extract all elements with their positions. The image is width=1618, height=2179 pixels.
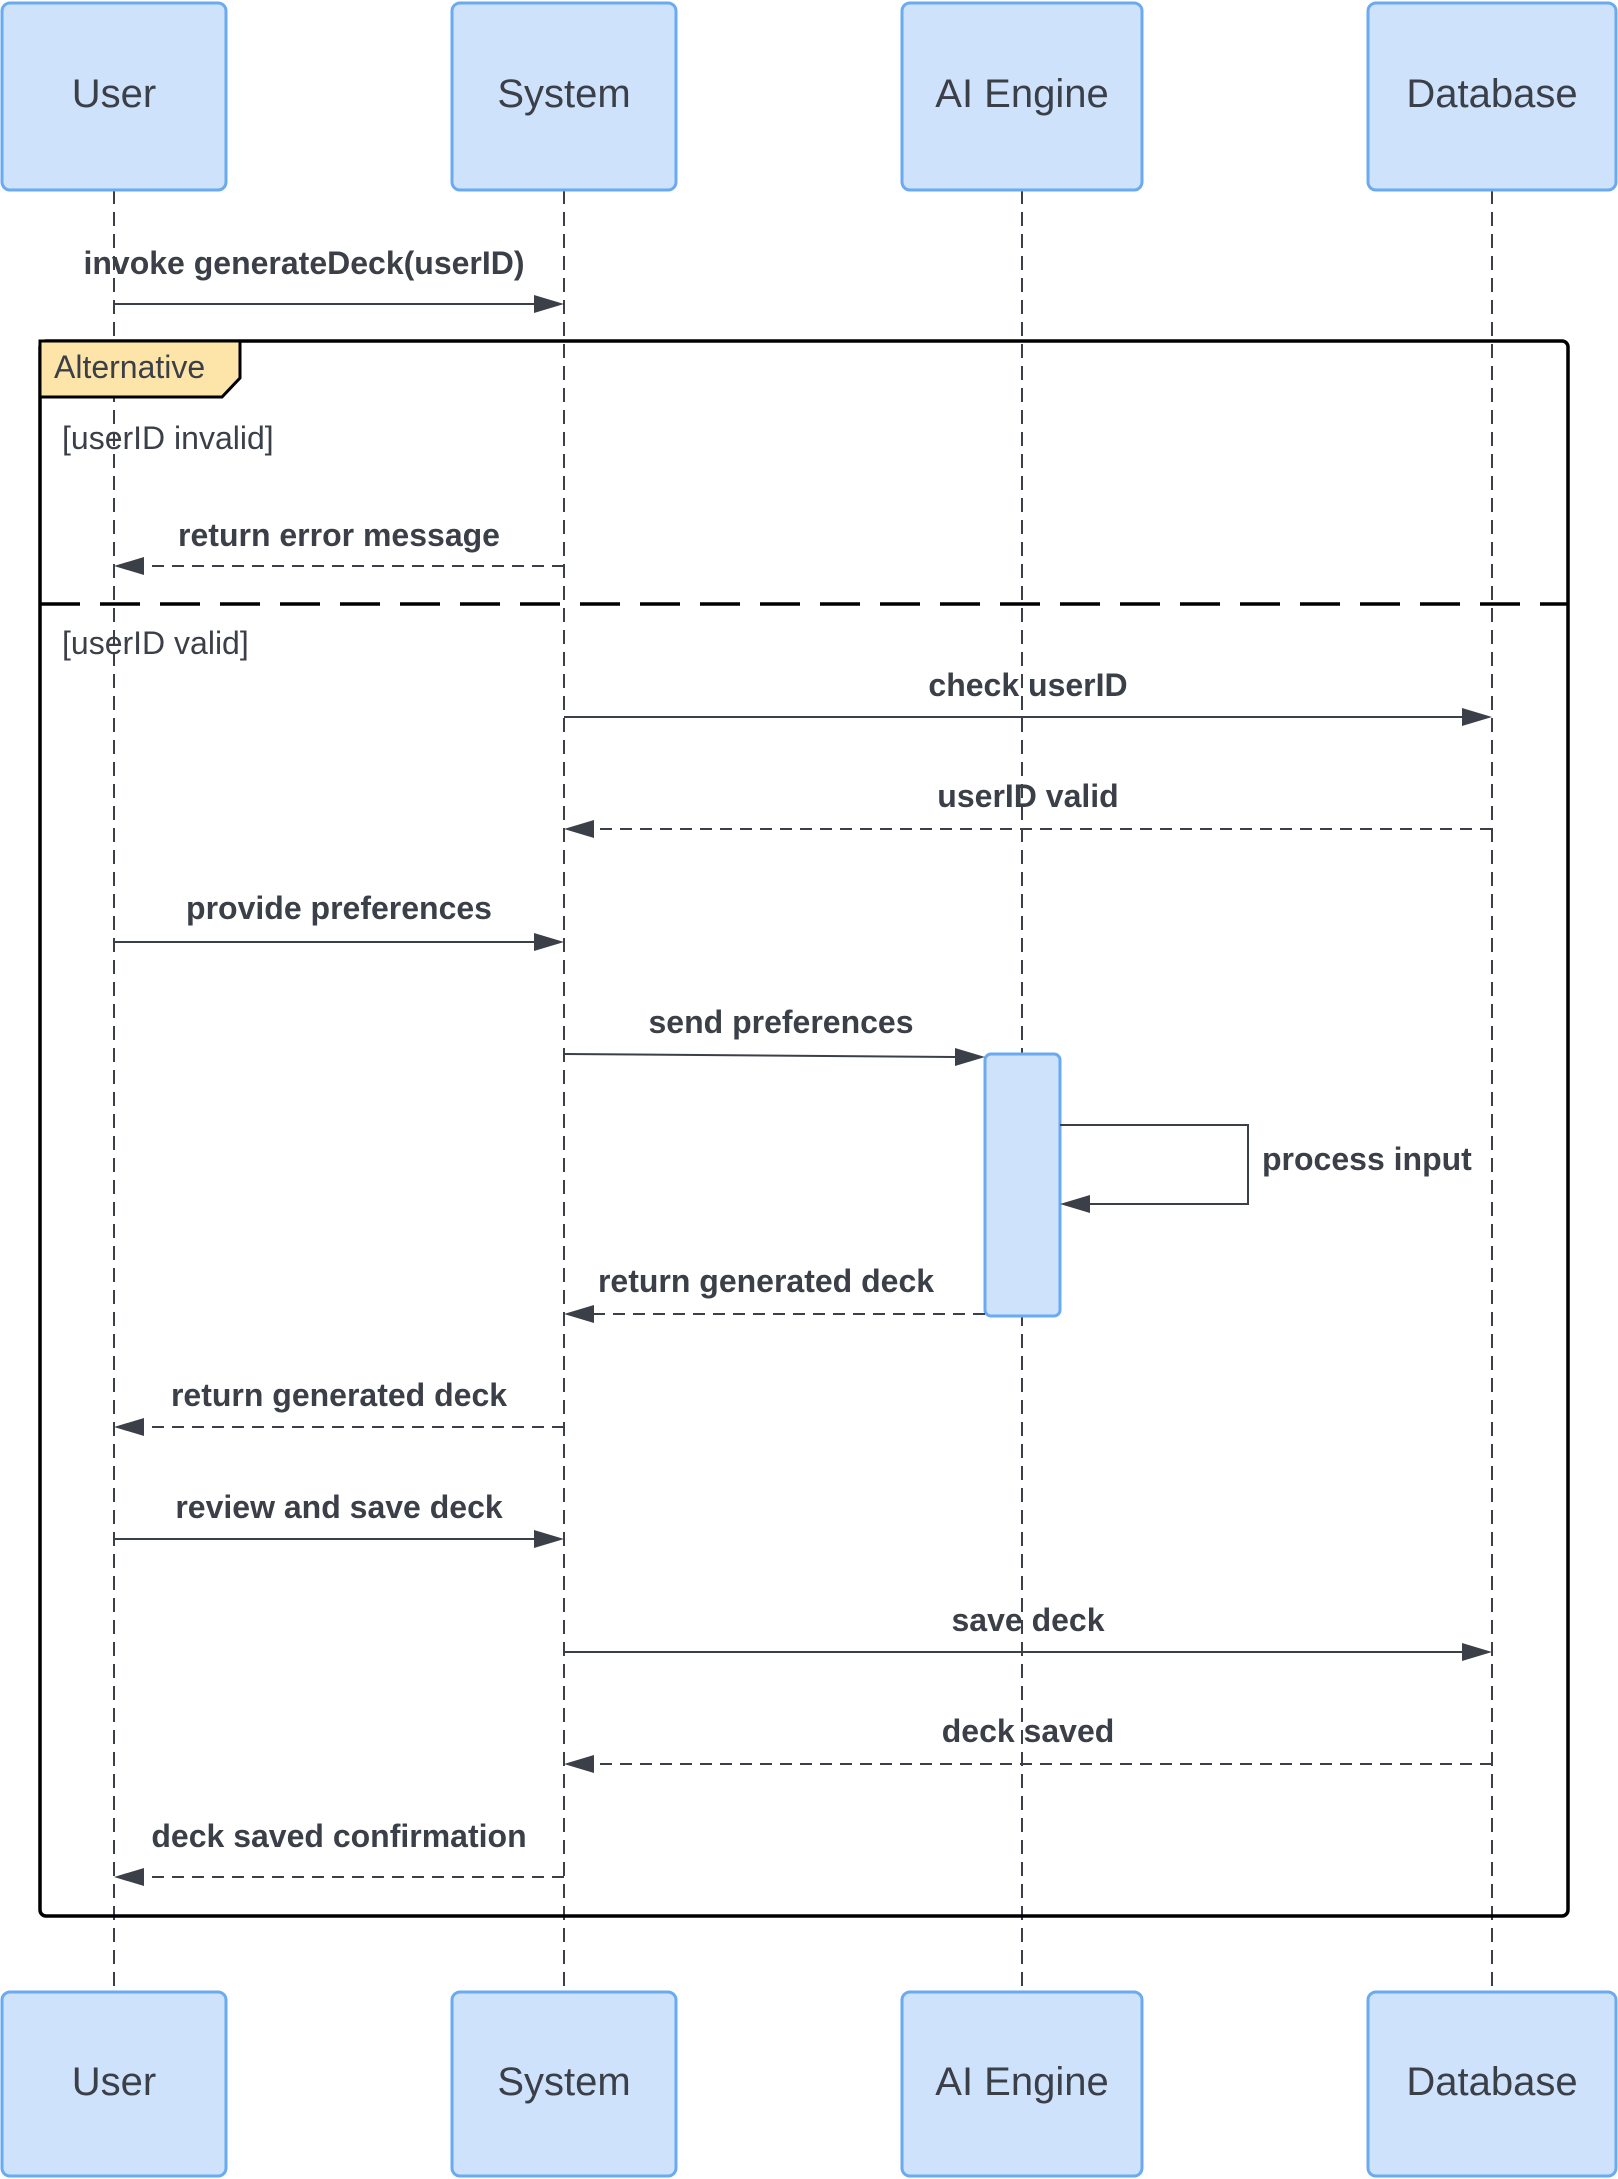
arrowhead <box>114 557 144 575</box>
arrowhead <box>955 1048 985 1066</box>
message-line <box>563 1053 956 1058</box>
message-return-generated-deck-to-user: return generated deck <box>114 1377 564 1436</box>
message-userid-valid: userID valid <box>564 778 1492 838</box>
participant-label-database-top: Database <box>1406 72 1577 116</box>
message-label: send preferences <box>648 1004 913 1040</box>
message-return-error: return error message <box>114 517 564 575</box>
arrowhead <box>114 1868 144 1886</box>
participant-label-ai-engine-bottom: AI Engine <box>935 2060 1108 2104</box>
message-label: review and save deck <box>175 1489 503 1525</box>
message-save-deck: save deck <box>564 1602 1492 1661</box>
message-return-generated-deck-to-system: return generated deck <box>564 1263 985 1323</box>
participant-label-user-top: User <box>72 72 156 116</box>
message-label: deck saved <box>942 1713 1115 1749</box>
participant-ai-engine-bottom <box>900 1990 1144 2178</box>
alt-frame-tab <box>38 339 242 399</box>
message-label: return error message <box>178 517 500 553</box>
message-deck-saved-confirmation: deck saved confirmation <box>114 1818 564 1886</box>
participant-label-database-bottom: Database <box>1406 2060 1577 2104</box>
arrowhead <box>564 1755 594 1773</box>
guard-userid-invalid: [userID invalid] <box>62 420 274 456</box>
participant-ai-engine-top <box>900 1 1144 192</box>
guard-userid-valid: [userID valid] <box>62 625 249 661</box>
message-label: userID valid <box>937 778 1118 814</box>
message-review-and-save-deck: review and save deck <box>114 1489 564 1548</box>
message-label: check userID <box>928 667 1127 703</box>
message-deck-saved: deck saved <box>564 1713 1492 1773</box>
message-label: deck saved confirmation <box>151 1818 526 1854</box>
alt-frame-border <box>38 339 1570 1918</box>
arrowhead <box>534 295 564 313</box>
participant-heads-top: User System AI Engine Database <box>0 1 1618 192</box>
message-label: save deck <box>951 1602 1104 1638</box>
participant-label-ai-engine-top: AI Engine <box>935 72 1108 116</box>
arrowhead <box>534 933 564 951</box>
message-send-preferences: send preferences <box>563 1004 985 1066</box>
participant-user-top <box>0 1 228 192</box>
message-label: return generated deck <box>598 1263 934 1299</box>
message-provide-preferences: provide preferences <box>114 890 564 951</box>
participant-database-top <box>1366 1 1618 192</box>
messages: invoke generateDeck(userID) return error… <box>83 245 1492 1886</box>
participant-system-top <box>450 1 678 192</box>
message-label: invoke generateDeck(userID) <box>83 245 524 281</box>
message-line <box>1060 1124 1249 1205</box>
arrowhead <box>1462 708 1492 726</box>
message-invoke-generate-deck: invoke generateDeck(userID) <box>83 245 564 313</box>
participant-heads-bottom: User System AI Engine Database <box>0 1990 1618 2178</box>
message-check-userid: check userID <box>564 667 1492 726</box>
message-process-input: process input <box>1060 1124 1472 1213</box>
arrowhead <box>564 1305 594 1323</box>
participant-label-user-bottom: User <box>72 2060 156 2104</box>
participant-database-bottom <box>1366 1990 1618 2178</box>
lifelines <box>113 190 1493 1992</box>
arrowhead <box>114 1418 144 1436</box>
alt-frame-operator-label: Alternative <box>54 349 205 385</box>
participant-system-bottom <box>450 1990 678 2178</box>
participant-label-system-top: System <box>497 72 630 116</box>
participant-label-system-bottom: System <box>497 2060 630 2104</box>
message-label: provide preferences <box>186 890 492 926</box>
message-label: return generated deck <box>171 1377 507 1413</box>
participant-user-bottom <box>0 1990 228 2178</box>
arrowhead <box>1462 1643 1492 1661</box>
arrowhead <box>534 1530 564 1548</box>
arrowhead <box>564 820 594 838</box>
arrowhead <box>1060 1195 1090 1213</box>
alt-frame: Alternative [userID invalid] [userID val… <box>38 339 1570 1918</box>
message-label: process input <box>1262 1141 1472 1177</box>
ai-engine-activation-bar <box>983 1052 1062 1318</box>
